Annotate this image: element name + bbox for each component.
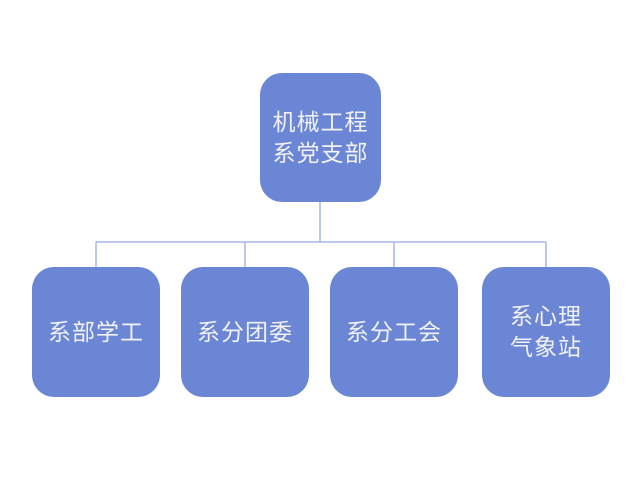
org-node-label: 系分团委 (197, 319, 293, 345)
org-node-label: 系部学工 (48, 319, 144, 345)
org-node-root: 机械工程 系党支部 (260, 73, 381, 202)
org-node-root-label-line2: 系党支部 (272, 140, 369, 166)
org-node-xibuxuegong: 系部学工 (32, 267, 160, 397)
org-node-label-line1: 系心理 (510, 304, 582, 329)
org-node-root-label-line1: 机械工程 (272, 109, 369, 135)
org-node-label-line2: 气象站 (510, 335, 582, 360)
org-node-label: 系分工会 (346, 319, 442, 345)
org-node-xifengonghui: 系分工会 (330, 267, 458, 397)
org-node-xifentuanwei: 系分团委 (181, 267, 309, 397)
org-node-xixinli-qixiangzhan: 系心理 气象站 (482, 267, 610, 397)
